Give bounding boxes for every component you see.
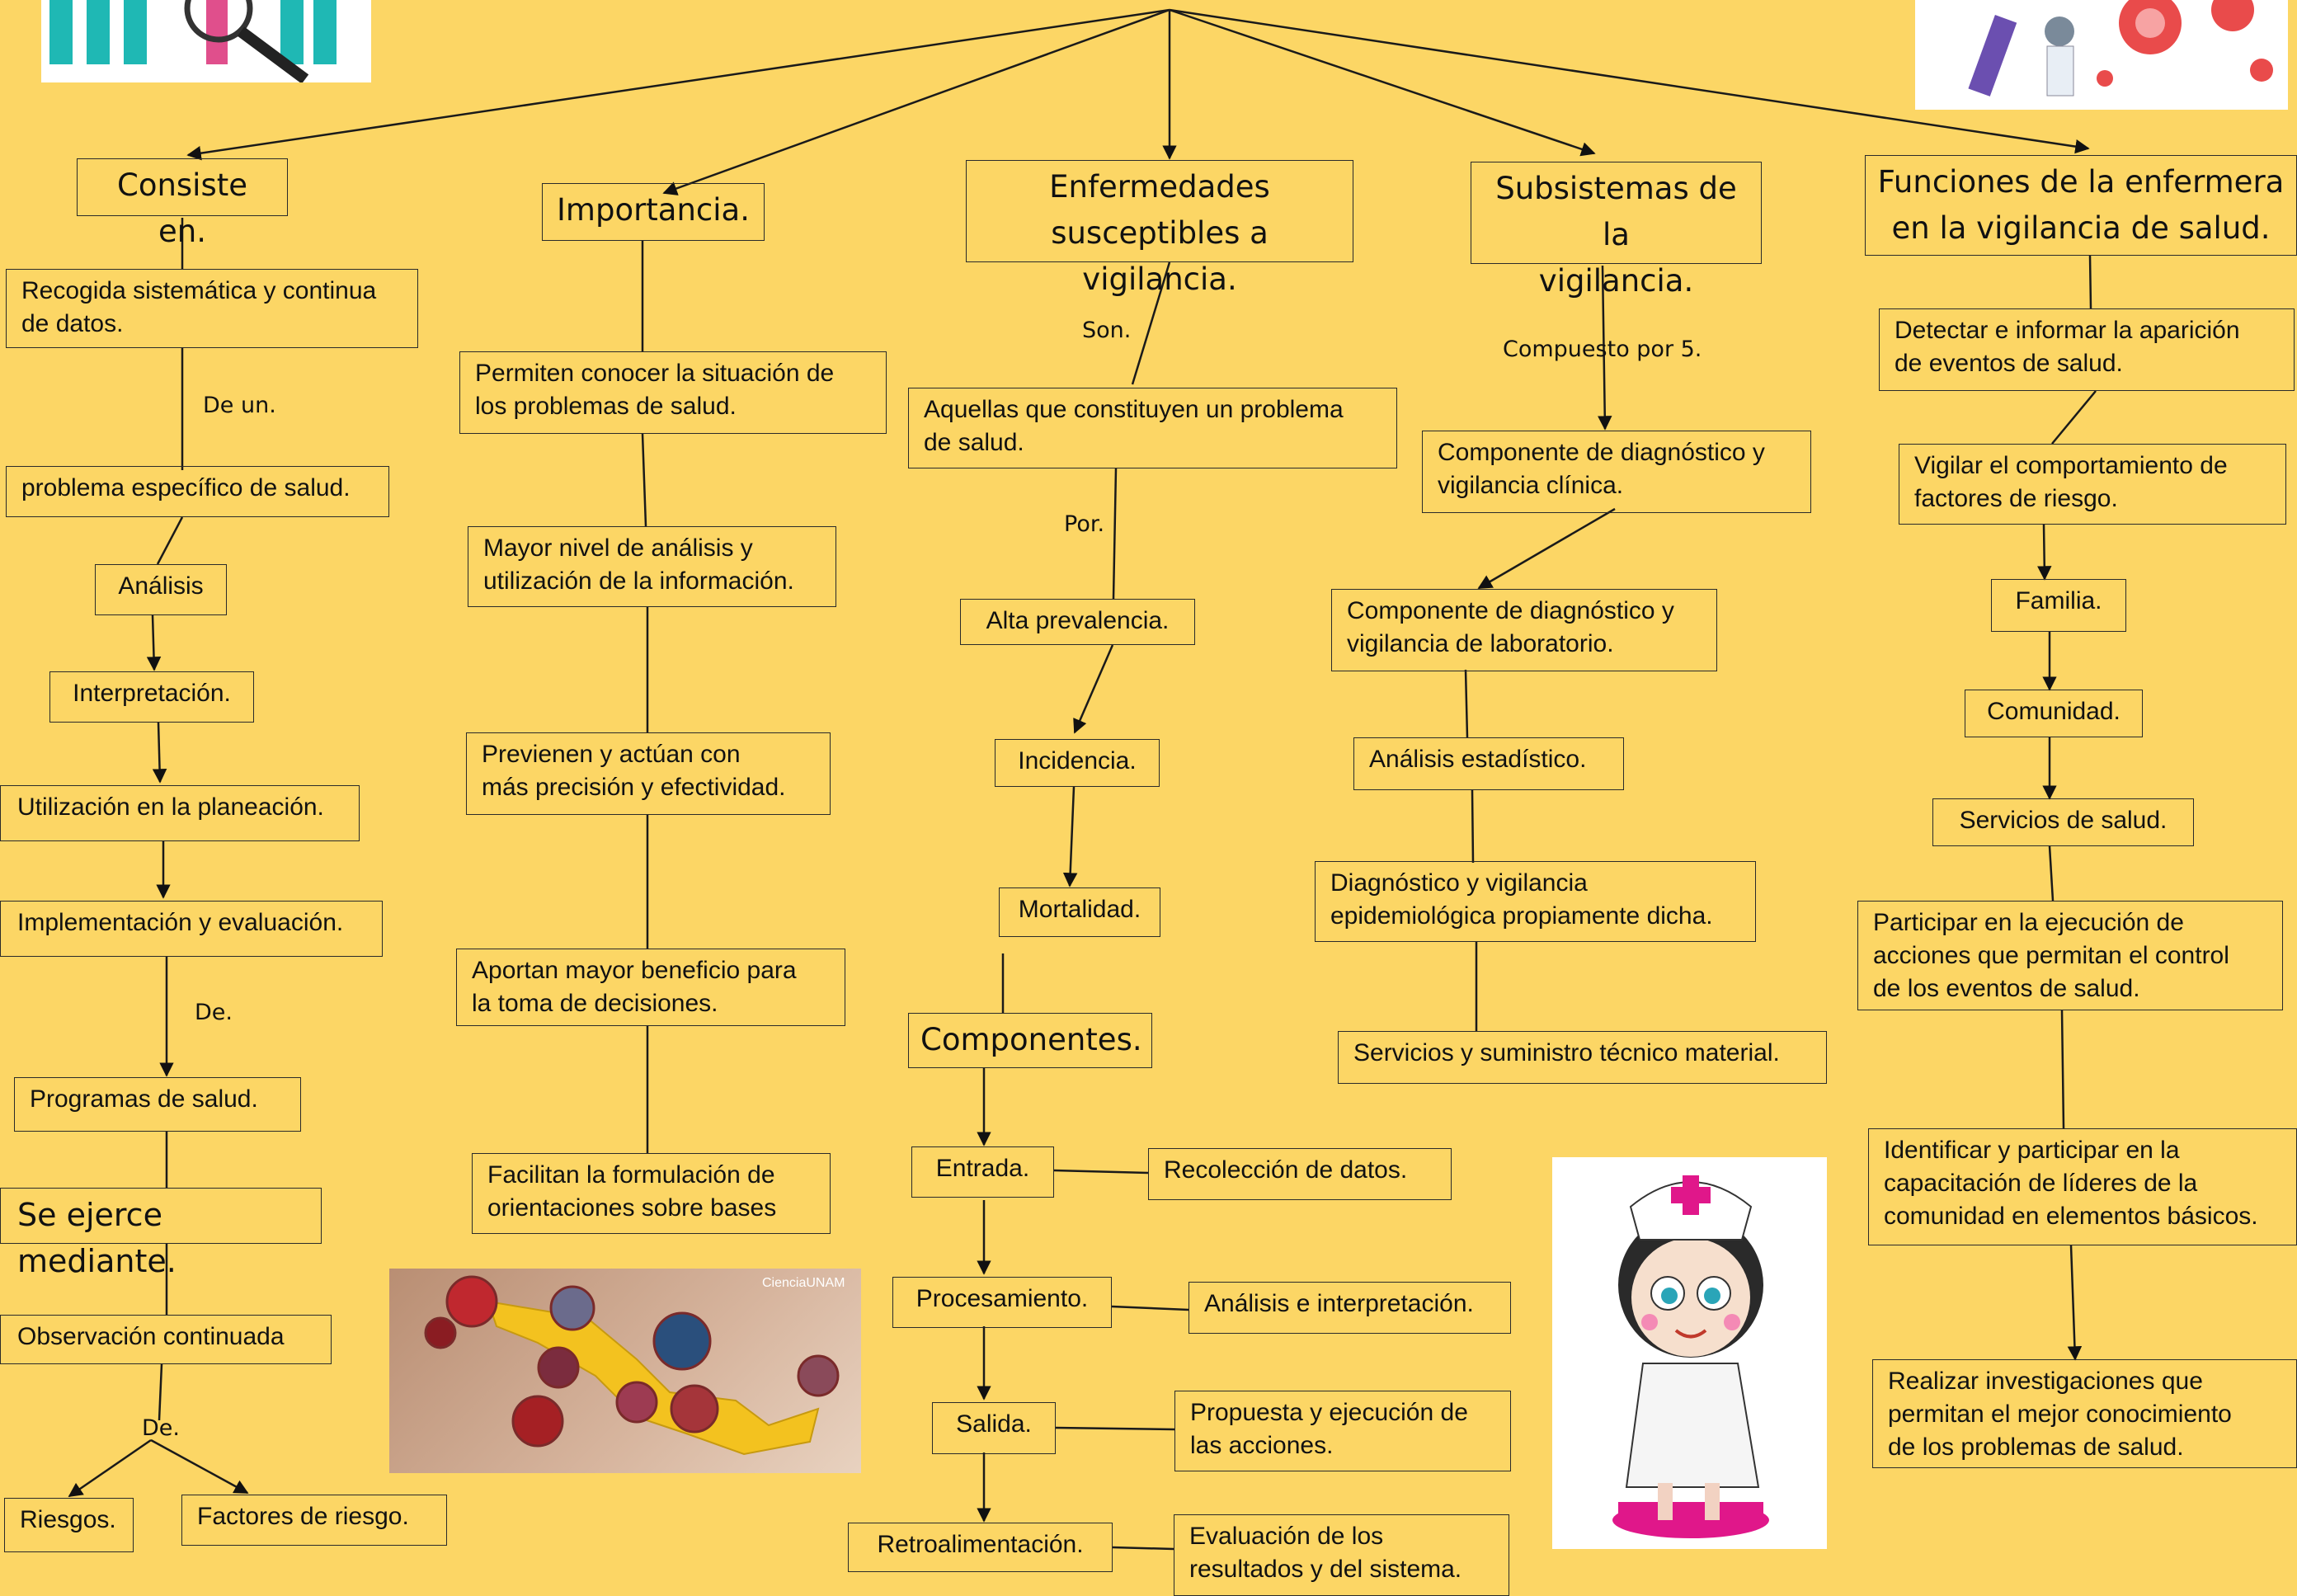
subsistemas-item-3: Análisis estadístico. xyxy=(1353,737,1624,790)
subsistemas-item-2: Componente de diagnóstico y vigilancia d… xyxy=(1331,589,1717,671)
title-funciones: Funciones de la enfermera en la vigilanc… xyxy=(1865,155,2297,256)
funciones-item-4: Comunidad. xyxy=(1965,690,2143,737)
enfermedades-item-3: Incidencia. xyxy=(995,739,1160,787)
importancia-item-1: Permiten conocer la situación de los pro… xyxy=(459,351,887,434)
componentes-detail-2: Análisis e interpretación. xyxy=(1189,1282,1511,1334)
funciones-item-7: Identificar y participar en la capacitac… xyxy=(1868,1128,2297,1245)
componentes-step-3: Salida. xyxy=(932,1402,1056,1454)
label-compuesto: Compuesto por 5. xyxy=(1503,337,1702,362)
label-de-2: De. xyxy=(142,1415,180,1441)
people-search-icon xyxy=(41,0,371,84)
componentes-title: Componentes. xyxy=(908,1013,1152,1068)
importancia-item-2: Mayor nivel de análisis y utilización de… xyxy=(468,526,836,607)
enfermedades-item-4: Mortalidad. xyxy=(999,887,1160,937)
consiste-item-5: Utilización en la planeación. xyxy=(0,785,360,841)
componentes-detail-4: Evaluación de los resultados y del siste… xyxy=(1174,1514,1509,1596)
mexico-virus-map-icon: CienciaUNAM xyxy=(389,1269,861,1473)
nurse-illustration-icon xyxy=(1552,1157,1827,1549)
title-consiste: Consiste en. xyxy=(77,158,288,249)
title-subsistemas: Subsistemas de la vigilancia. xyxy=(1471,162,1762,299)
consiste-item-2: problema específico de salud. xyxy=(6,466,389,517)
consiste-item-11: Factores de riesgo. xyxy=(181,1495,447,1546)
consiste-item-1: Recogida sistemática y continua de datos… xyxy=(6,269,418,348)
enfermedades-item-2: Alta prevalencia. xyxy=(960,599,1195,645)
enfermedades-item-1: Aquellas que constituyen un problema de … xyxy=(908,388,1397,468)
importancia-item-4: Aportan mayor beneficio para la toma de … xyxy=(456,949,845,1026)
label-de-un: De un. xyxy=(203,393,276,418)
subsistemas-item-4: Diagnóstico y vigilancia epidemiológica … xyxy=(1315,861,1756,942)
componentes-step-1: Entrada. xyxy=(911,1146,1054,1198)
virus-lab-icon xyxy=(1915,0,2288,110)
consiste-item-6: Implementación y evaluación. xyxy=(0,901,383,957)
consiste-item-8: Se ejerce mediante. xyxy=(0,1188,322,1279)
label-son: Son. xyxy=(1082,318,1132,343)
subsistemas-item-5: Servicios y suministro técnico material. xyxy=(1338,1031,1827,1084)
funciones-item-3: Familia. xyxy=(1991,579,2126,632)
funciones-item-1: Detectar e informar la aparición de even… xyxy=(1879,308,2295,391)
funciones-item-2: Vigilar el comportamiento de factores de… xyxy=(1899,444,2286,525)
componentes-detail-3: Propuesta y ejecución de las acciones. xyxy=(1174,1391,1511,1471)
consiste-item-4: Interpretación. xyxy=(49,671,254,723)
funciones-item-5: Servicios de salud. xyxy=(1932,798,2194,846)
importancia-item-5: Facilitan la formulación de orientacione… xyxy=(472,1153,831,1234)
funciones-item-8: Realizar investigaciones que permitan el… xyxy=(1872,1359,2297,1468)
componentes-step-4: Retroalimentación. xyxy=(848,1523,1113,1572)
componentes-step-2: Procesamiento. xyxy=(892,1277,1112,1328)
label-por: Por. xyxy=(1064,511,1105,537)
consiste-item-3: Análisis xyxy=(95,564,227,615)
subsistemas-item-1: Componente de diagnóstico y vigilancia c… xyxy=(1422,431,1811,513)
consiste-item-7: Programas de salud. xyxy=(14,1077,301,1132)
title-enfermedades: Enfermedades susceptibles a vigilancia. xyxy=(966,160,1353,297)
importancia-item-3: Previenen y actúan con más precisión y e… xyxy=(466,732,831,815)
consiste-item-10: Riesgos. xyxy=(4,1498,134,1552)
label-de-1: De. xyxy=(195,1000,233,1025)
title-importancia: Importancia. xyxy=(542,183,765,241)
componentes-detail-1: Recolección de datos. xyxy=(1148,1148,1452,1200)
map-watermark: CienciaUNAM xyxy=(762,1276,845,1290)
funciones-item-6: Participar en la ejecución de acciones q… xyxy=(1857,901,2283,1010)
consiste-item-9: Observación continuada xyxy=(0,1315,332,1364)
